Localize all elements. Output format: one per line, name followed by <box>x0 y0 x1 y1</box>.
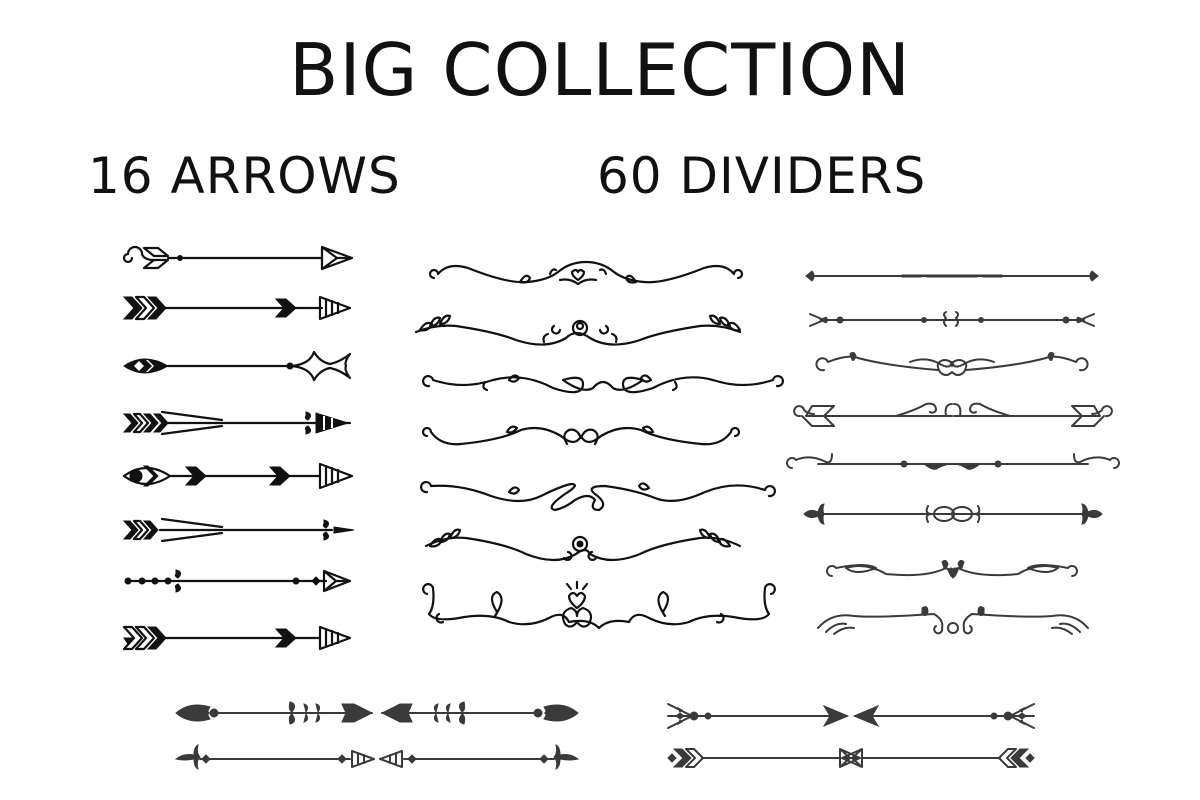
divider-flourish-swirl <box>817 606 1089 635</box>
arrows-count-label: 16 ARROWS <box>88 147 401 205</box>
divider-flag-scroll <box>793 402 1113 427</box>
divider-dotted-fork <box>809 311 1095 327</box>
divider-heart-swirl-2 <box>421 425 741 446</box>
double-arrow-fleur-left <box>174 744 580 770</box>
divider-laurel-rose <box>414 314 742 346</box>
divider-heart-swirl <box>428 260 744 286</box>
double-arrow-leaf-left <box>175 701 579 725</box>
divider-scroll-heart <box>815 351 1089 376</box>
double-arrow-chevron-right <box>667 748 1035 768</box>
divider-fleur-line <box>805 270 1099 282</box>
arrow-dotted-fletch-x-head <box>124 569 352 593</box>
arrow-chevron-fletch-striped-head-2 <box>122 625 352 651</box>
divider-scroll-dots <box>786 453 1120 470</box>
arrow-feather-fletch-spear-head <box>122 517 355 543</box>
divider-loop-leaf-2 <box>420 481 776 512</box>
divider-laurel-gem <box>424 528 742 562</box>
arrow-chevron-fletch-striped-head <box>122 295 352 321</box>
dividers-count-label: 60 DIVIDERS <box>597 147 927 205</box>
divider-crown-heart <box>422 580 776 630</box>
arrow-spiral-fletch-x-head <box>122 245 354 271</box>
page-title: BIG COLLECTION <box>289 28 911 112</box>
arrow-leaf-fletch-fish-head <box>123 350 352 382</box>
arrow-feather-fletch-curl-striped-head <box>122 410 352 436</box>
divider-fleur-knot <box>803 503 1103 525</box>
arrow-eye-fletch-double-chevron <box>122 462 354 490</box>
divider-loop-leaf <box>422 374 784 394</box>
double-arrow-fork-right <box>667 703 1035 729</box>
divider-loop-heart <box>826 559 1078 579</box>
